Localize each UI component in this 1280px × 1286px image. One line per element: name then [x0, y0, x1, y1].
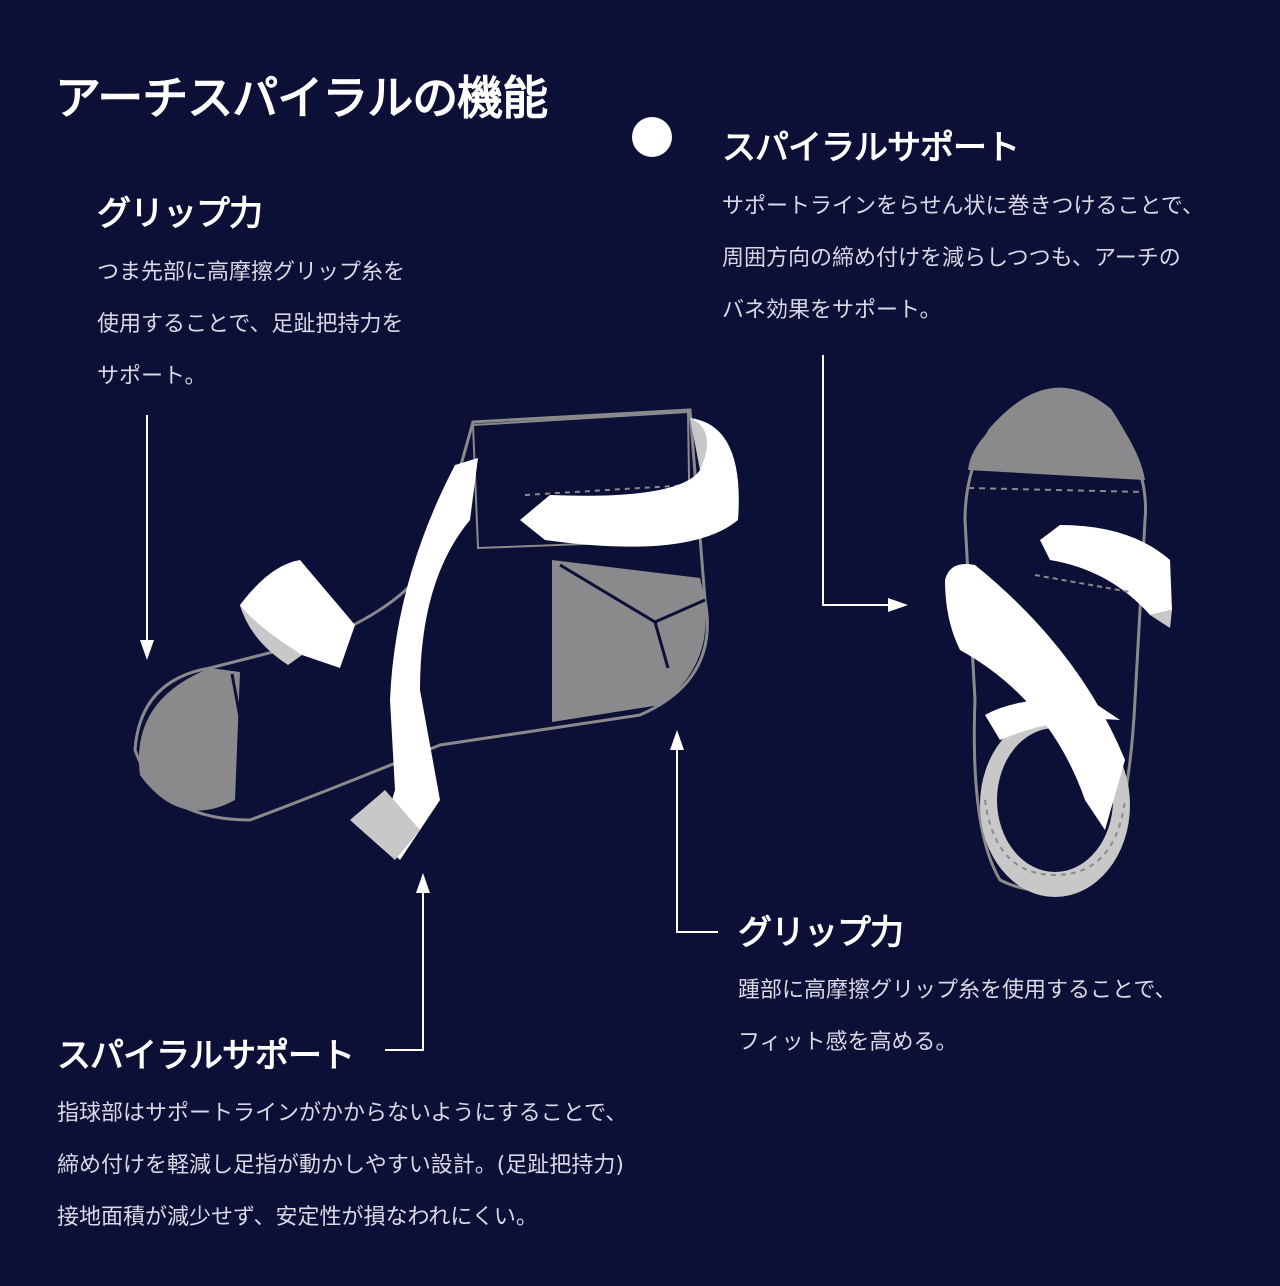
leader-grip-heel: [676, 745, 718, 933]
spiral-band-toe-shadow: [240, 605, 302, 665]
arrow-grip-heel: [670, 730, 684, 750]
arrow-spiral-bottom: [416, 873, 430, 893]
heel-seam: [559, 563, 706, 669]
heel-grip-area: [552, 560, 706, 722]
spiral-right-line: 周囲方向の締め付けを減らしつつも、アーチの: [722, 246, 1181, 271]
sole-band-upper-shadow: [1150, 610, 1172, 628]
sole-heel-dashes: [984, 799, 1126, 877]
grip-toe-heading: グリップ力: [97, 194, 263, 234]
grip-toe-line: つま先部に高摩擦グリップ糸を: [97, 260, 406, 285]
spiral-right-text: サポートラインをらせん状に巻きつけることで、 周囲方向の締め付けを減らしつつも、…: [722, 181, 1204, 337]
spiral-bottom-line: 指球部はサポートラインがかからないようにすることで、: [57, 1101, 628, 1126]
sock-side-view: [133, 408, 739, 860]
sole-dashes: [1034, 574, 1131, 593]
sole-band-upper: [1040, 525, 1172, 615]
grip-heel-text: 踵部に高摩擦グリップ糸を使用することで、 フィット感を高める。: [738, 965, 1176, 1069]
spiral-bottom-text: 指球部はサポートラインがかからないようにすることで、 締め付けを軽減し足指が動か…: [57, 1088, 627, 1244]
arrow-toe-grip: [140, 640, 154, 660]
grip-heel-line: 踵部に高摩擦グリップ糸を使用することで、: [738, 978, 1177, 1003]
leader-spiral-bottom: [385, 888, 424, 1051]
toe-grip-area: [138, 668, 240, 811]
spiral-band-upper: [520, 418, 739, 547]
spiral-band-toe: [240, 560, 355, 668]
sock-bottom-view: [945, 387, 1172, 897]
cuff-dashes: [524, 484, 691, 496]
sole-band-diagonal: [945, 564, 1125, 830]
sole-toe-grip: [968, 389, 1145, 480]
spiral-bottom-line: 締め付けを軽減し足指が動かしやすい設計。(足趾把持力): [57, 1153, 624, 1178]
spiral-bottom-heading: スパイラルサポート: [57, 1036, 355, 1076]
sole-toe-dashes: [967, 487, 1146, 493]
grip-toe-text: つま先部に高摩擦グリップ糸を 使用することで、足趾把持力を サポート。: [97, 247, 405, 403]
grip-toe-line: 使用することで、足趾把持力を: [97, 312, 404, 337]
spiral-bottom-line: 接地面積が減少せず、安定性が損なわれにくい。: [57, 1205, 538, 1230]
spiral-band-upper-edge: [690, 418, 708, 470]
grip-heel-heading: グリップ力: [738, 913, 904, 953]
spiral-band-diagonal: [380, 458, 478, 860]
leader-spiral-right: [822, 355, 893, 606]
spiral-right-line: サポートラインをらせん状に巻きつけることで、: [722, 194, 1205, 219]
spiral-band-lower: [350, 790, 420, 860]
spiral-right-line: バネ効果をサポート。: [722, 298, 942, 323]
grip-heel-line: フィット感を高める。: [738, 1030, 958, 1055]
spiral-right-heading: スパイラルサポート: [722, 128, 1020, 168]
bullet-dot: [632, 117, 672, 157]
grip-toe-line: サポート。: [97, 364, 207, 389]
sole-band-lower: [985, 699, 1120, 740]
toe-seam: [230, 673, 250, 761]
page-title: アーチスパイラルの機能: [55, 71, 548, 125]
arrow-spiral-right: [888, 598, 908, 612]
